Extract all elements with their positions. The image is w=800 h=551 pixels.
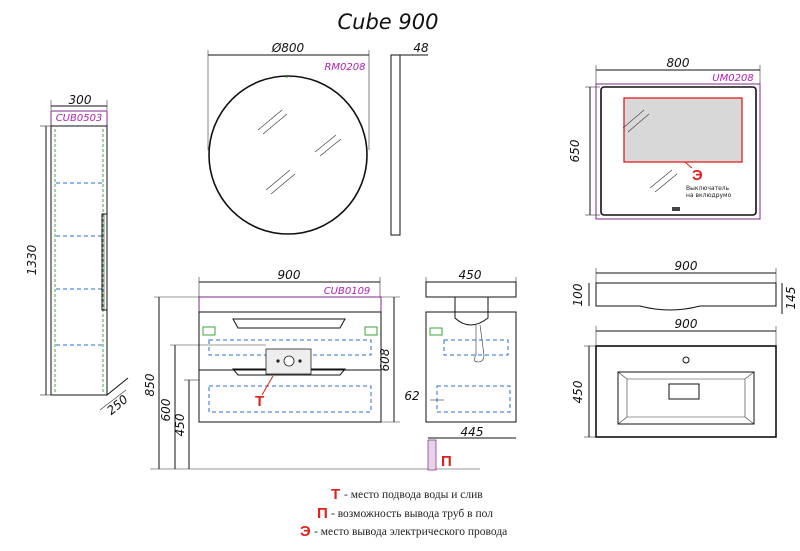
rect-mirror-view: 800 UM0208 650 Э Выключатель на вклюдрум…	[568, 56, 761, 220]
marker-p: П	[441, 453, 452, 470]
vanity-width-label: 900	[278, 268, 301, 282]
legend-mark-p: П	[317, 505, 328, 522]
drawing-title: Cube 900	[338, 10, 439, 34]
vanity-side-depth-445-label: 445	[461, 425, 484, 439]
vanity-side-offset-label: 62	[404, 389, 419, 403]
basin-top-view: 900 450	[571, 317, 777, 438]
legend-mark-t: Т	[331, 486, 340, 503]
round-mirror-view: Ø800 RM0208 48	[207, 41, 429, 236]
vanity-side-depth-label: 450	[459, 268, 482, 282]
cabinet-code-label: CUB0503	[56, 113, 103, 124]
legend-text-t: - место подвода воды и слив	[344, 489, 483, 501]
basin-side-view: 900 100 145	[571, 259, 798, 314]
cabinet-width-label: 300	[69, 93, 92, 107]
legend-text-p: - возможность вывода труб в пол	[331, 508, 493, 520]
marker-e: Э	[692, 167, 703, 184]
cabinet-height-label: 1330	[25, 244, 39, 275]
vanity-front-view: 900 CUB0109 Т 608 850 600 450	[143, 268, 480, 470]
legend-mark-e: Э	[300, 523, 311, 540]
basin-top-depth-label: 450	[571, 380, 585, 403]
legend-text-e: - место вывода электрического провода	[314, 526, 507, 538]
rect-mirror-code-label: UM0208	[712, 73, 753, 84]
legend: Т - место подвода воды и слив П - возмож…	[300, 486, 507, 540]
cabinet-depth-label: 250	[104, 392, 131, 418]
basin-side-width-label: 900	[675, 259, 698, 273]
basin-top-width-label: 900	[675, 317, 698, 331]
mirror-thickness-label: 48	[413, 41, 429, 55]
rect-mirror-height-label: 650	[568, 139, 582, 162]
backlight-panel	[623, 97, 743, 163]
vanity-height-850-label: 850	[143, 373, 157, 396]
marker-t: Т	[255, 393, 264, 410]
mirror-diameter-label: Ø800	[271, 41, 305, 55]
vanity-height-600-label: 600	[159, 398, 173, 421]
basin-side-height-100-label: 100	[571, 283, 585, 306]
switch-text-1: Выключатель	[686, 185, 730, 192]
vanity-height-608-label: 608	[378, 348, 392, 371]
rect-mirror-width-label: 800	[667, 56, 690, 70]
vanity-code-label: CUB0109	[324, 286, 371, 297]
mirror-code-label: RM0208	[324, 62, 365, 73]
tall-cabinet-view: 300 CUB0503 1330 250	[25, 93, 131, 418]
vanity-side-view: 450 62 445 П	[404, 268, 517, 471]
switch-text-2: на вклюдрумо	[686, 192, 732, 199]
basin-side-height-145-label: 145	[784, 287, 798, 310]
vanity-height-450-label: 450	[173, 413, 187, 436]
